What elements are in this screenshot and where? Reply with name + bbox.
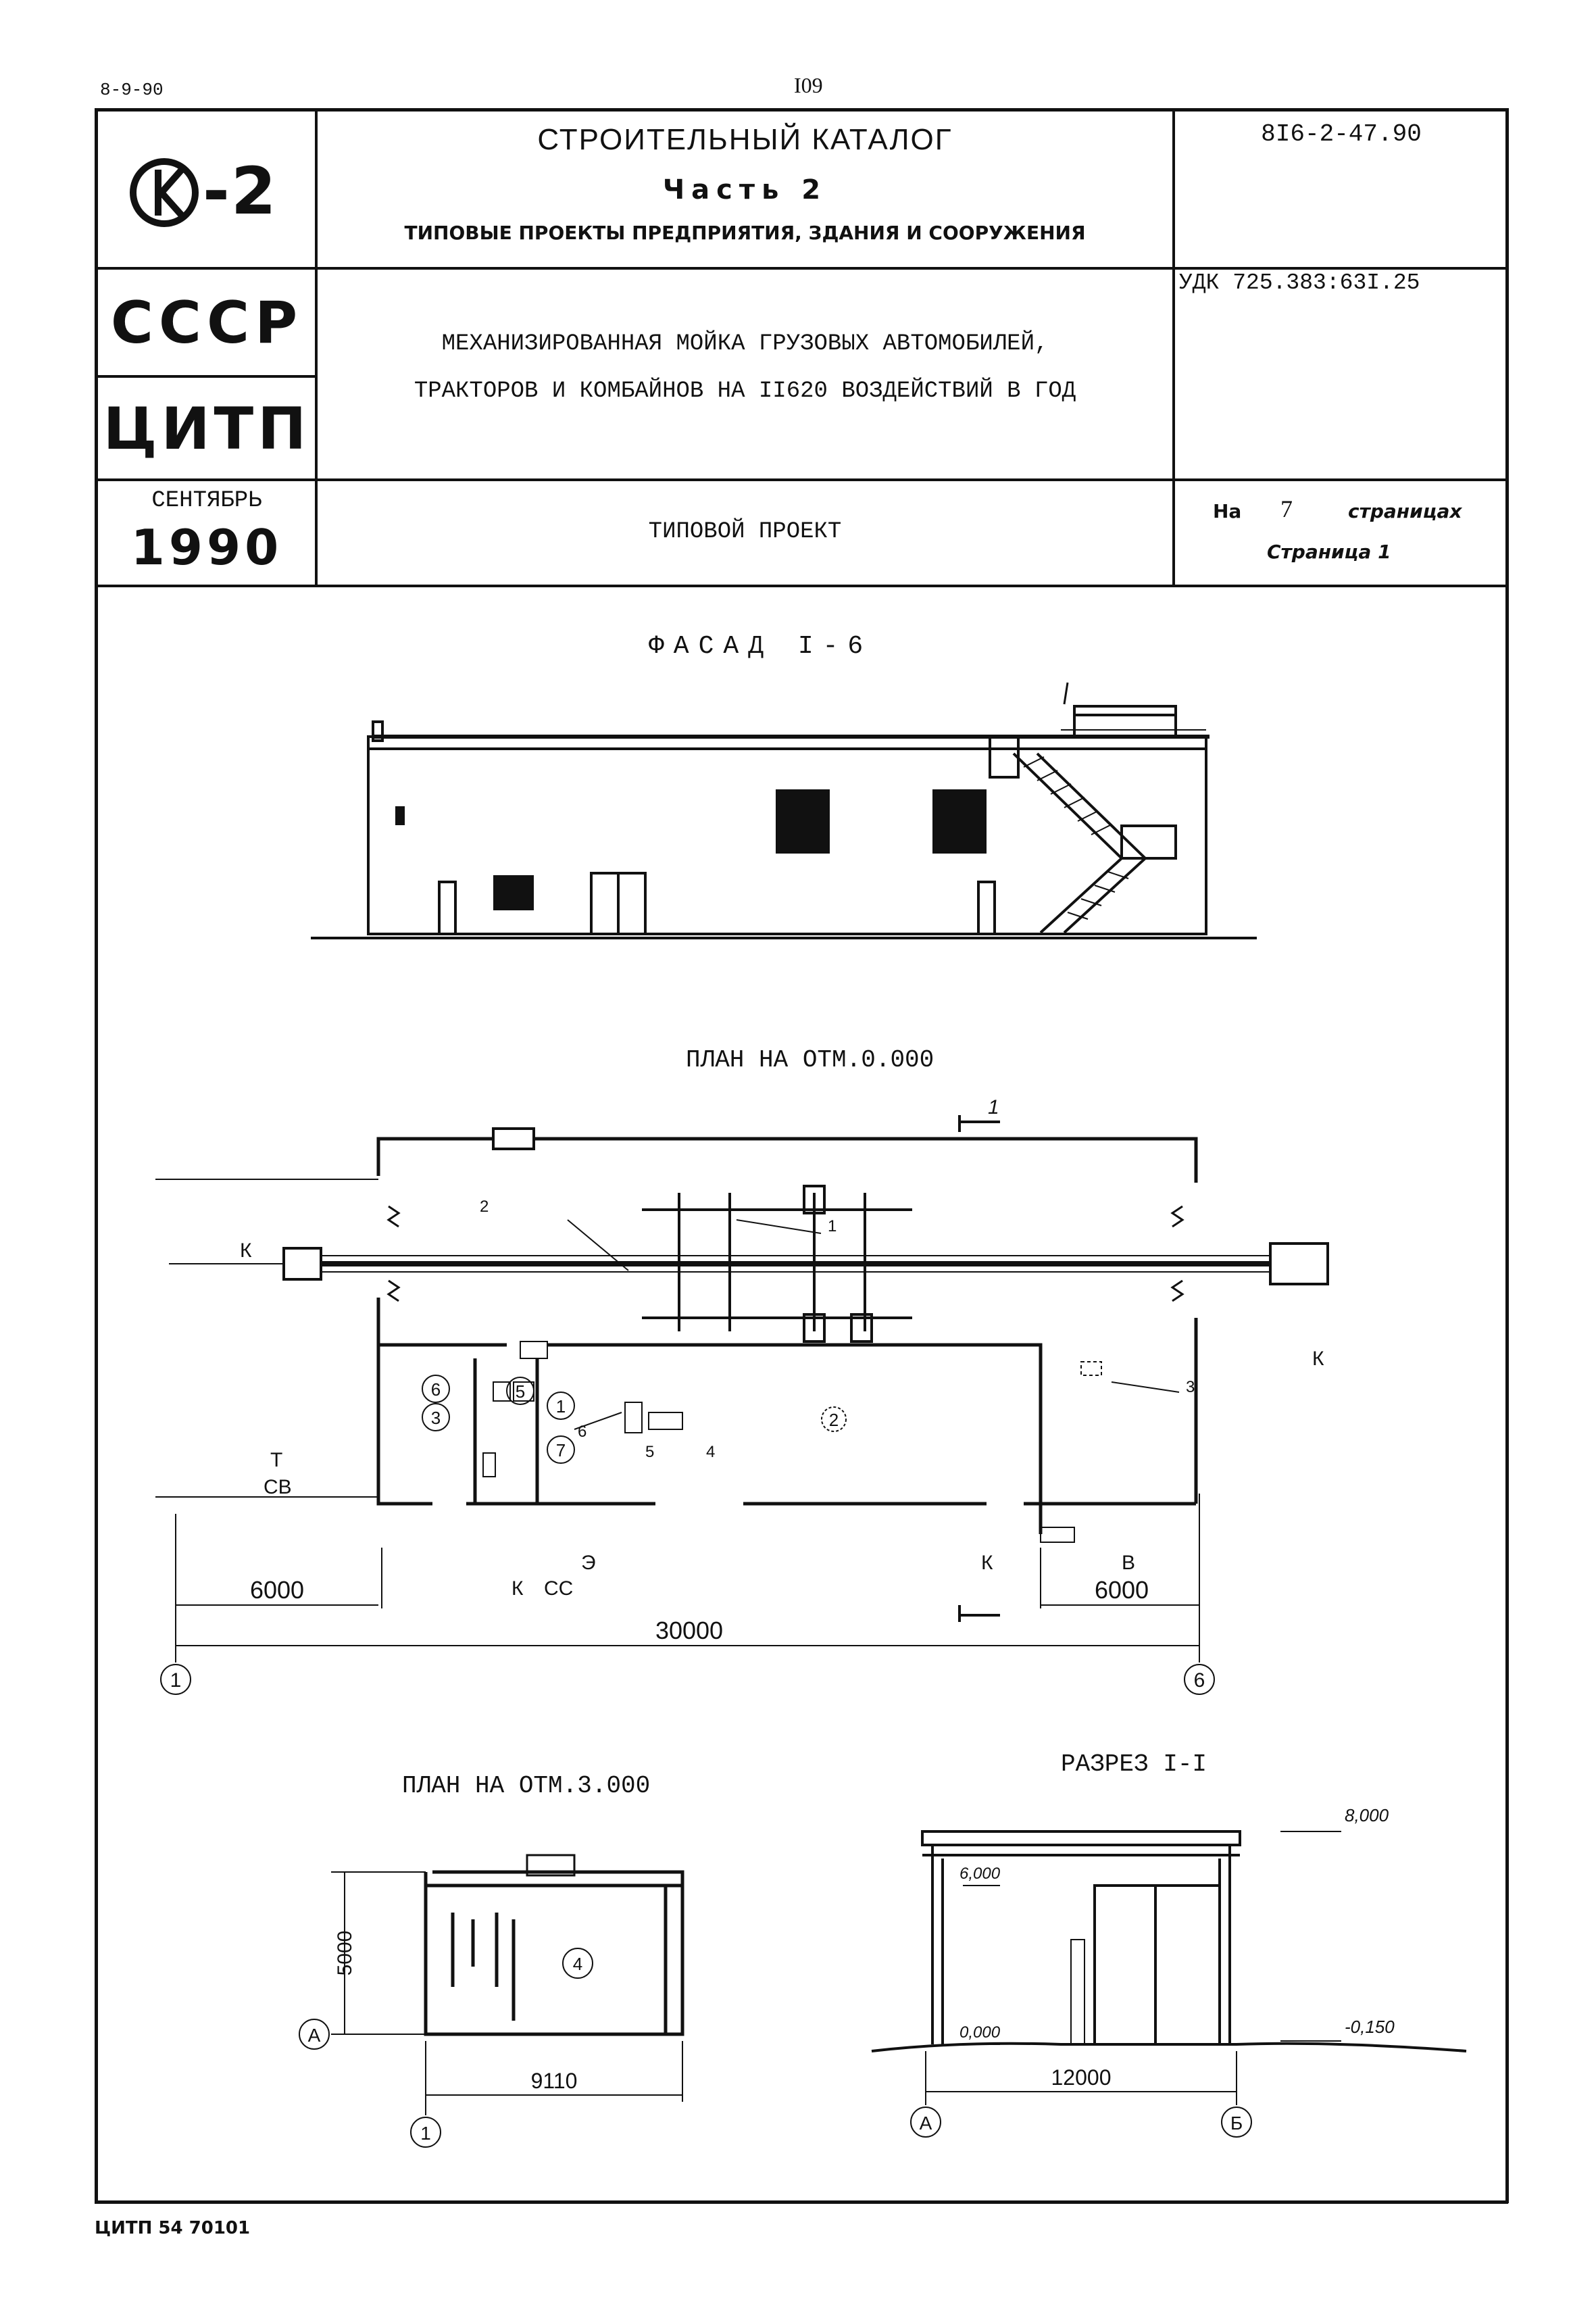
section-dim-width: 12000 — [1051, 2065, 1112, 2090]
dim-left: 6000 — [250, 1576, 304, 1604]
room-3-label: 3 — [431, 1408, 441, 1428]
label-k-right: К — [1312, 1348, 1324, 1370]
org-label: ЦИТП — [103, 395, 311, 463]
section-axis-b: Б — [1230, 2113, 1243, 2134]
axis-label-6: 6 — [1194, 1669, 1205, 1692]
section-axis-a: А — [920, 2113, 932, 2134]
catalog-title: СТРОИТЕЛЬНЫЙ КАТАЛОГ — [537, 123, 953, 156]
plan3-axis-1: 1 — [420, 2123, 431, 2144]
callout-5: 5 — [645, 1443, 654, 1461]
section-mark-top: 1 — [988, 1096, 999, 1118]
room-6-label: 6 — [431, 1379, 441, 1400]
plan3-axis-a: А — [308, 2025, 321, 2046]
room-7-label: 7 — [556, 1440, 566, 1460]
dim-total: 30000 — [655, 1617, 723, 1644]
section-title: РАЗРЕЗ I-I — [1061, 1750, 1207, 1778]
mark-0000: 0,000 — [959, 2023, 1001, 2042]
room-1-label: 1 — [556, 1396, 566, 1417]
label-sv: СВ — [264, 1476, 292, 1498]
issue-year: 1990 — [130, 519, 283, 576]
label-v: В — [1122, 1552, 1135, 1574]
mark-6000: 6,000 — [959, 1865, 1001, 1883]
label-ss: СС — [544, 1577, 573, 1600]
section-drawing: 12000 А Б 8,000 6,000 0,000 -0,150 — [871, 1805, 1467, 2138]
udc-code: УДК 725.383:63I.25 — [1179, 270, 1420, 295]
label-k-left: К — [240, 1239, 252, 1262]
callout-3: 3 — [1186, 1378, 1195, 1396]
catalog-part: Часть 2 — [662, 174, 828, 205]
project-title-line2: ТРАКТОРОВ И КОМБАЙНОВ НА II620 ВОЗДЕЙСТВ… — [414, 378, 1076, 404]
label-k-bottom: К — [981, 1552, 993, 1574]
project-type: ТИПОВОЙ ПРОЕКТ — [648, 519, 842, 545]
footer-code: ЦИТП 54 70101 — [95, 2218, 251, 2238]
room-2-label: 2 — [829, 1410, 839, 1430]
plan3-room-4: 4 — [573, 1954, 582, 1974]
plan3-drawing: 5000 9110 А 1 4 — [299, 1854, 684, 2148]
logo-number: -2 — [203, 153, 278, 229]
room-5-label: 5 — [516, 1381, 525, 1402]
callout-1: 1 — [828, 1217, 837, 1235]
facade-title: ФАСАД I-6 — [649, 632, 873, 661]
mark-minus-0150: -0,150 — [1345, 2017, 1395, 2037]
issue-month: СЕНТЯБРЬ — [151, 488, 262, 514]
page-label: Страница 1 — [1267, 541, 1391, 563]
plan3-title: ПЛАН НА ОТМ.3.000 — [402, 1772, 651, 1800]
logo-ck-icon — [130, 158, 199, 227]
pages-prefix: На — [1213, 500, 1242, 522]
date-stamp: 8-9-90 — [100, 80, 164, 100]
label-e: Э — [581, 1552, 596, 1574]
plan0-title: ПЛАН НА ОТМ.0.000 — [686, 1046, 934, 1074]
callout-4: 4 — [706, 1443, 715, 1461]
page-number: I09 — [794, 73, 823, 97]
pages-count: 7 — [1280, 495, 1293, 522]
pages-suffix: страницах — [1348, 500, 1462, 522]
plan3-dim-height: 5000 — [334, 1931, 356, 1976]
mark-8000: 8,000 — [1345, 1805, 1389, 1825]
project-title-line1: МЕХАНИЗИРОВАННАЯ МОЙКА ГРУЗОВЫХ АВТОМОБИ… — [441, 331, 1049, 357]
dim-right: 6000 — [1095, 1576, 1149, 1604]
plan0-drawing: Б Д 1 6 12000 30000 6000 6000 1 2 3 5 6 … — [155, 1096, 1329, 1695]
axis-label-1: 1 — [170, 1669, 182, 1692]
callout-2: 2 — [480, 1198, 489, 1216]
catalog-subtitle: ТИПОВЫЕ ПРОЕКТЫ ПРЕДПРИЯТИЯ, ЗДАНИЯ И СО… — [404, 222, 1086, 244]
label-k-service: К — [512, 1577, 524, 1600]
country-label: СССР — [110, 289, 303, 357]
facade-drawing — [311, 682, 1257, 939]
doc-code: 8I6-2-47.90 — [1261, 120, 1422, 148]
label-t: Т — [270, 1449, 282, 1471]
plan3-dim-width: 9110 — [531, 2069, 578, 2093]
callout-6: 6 — [578, 1423, 587, 1441]
